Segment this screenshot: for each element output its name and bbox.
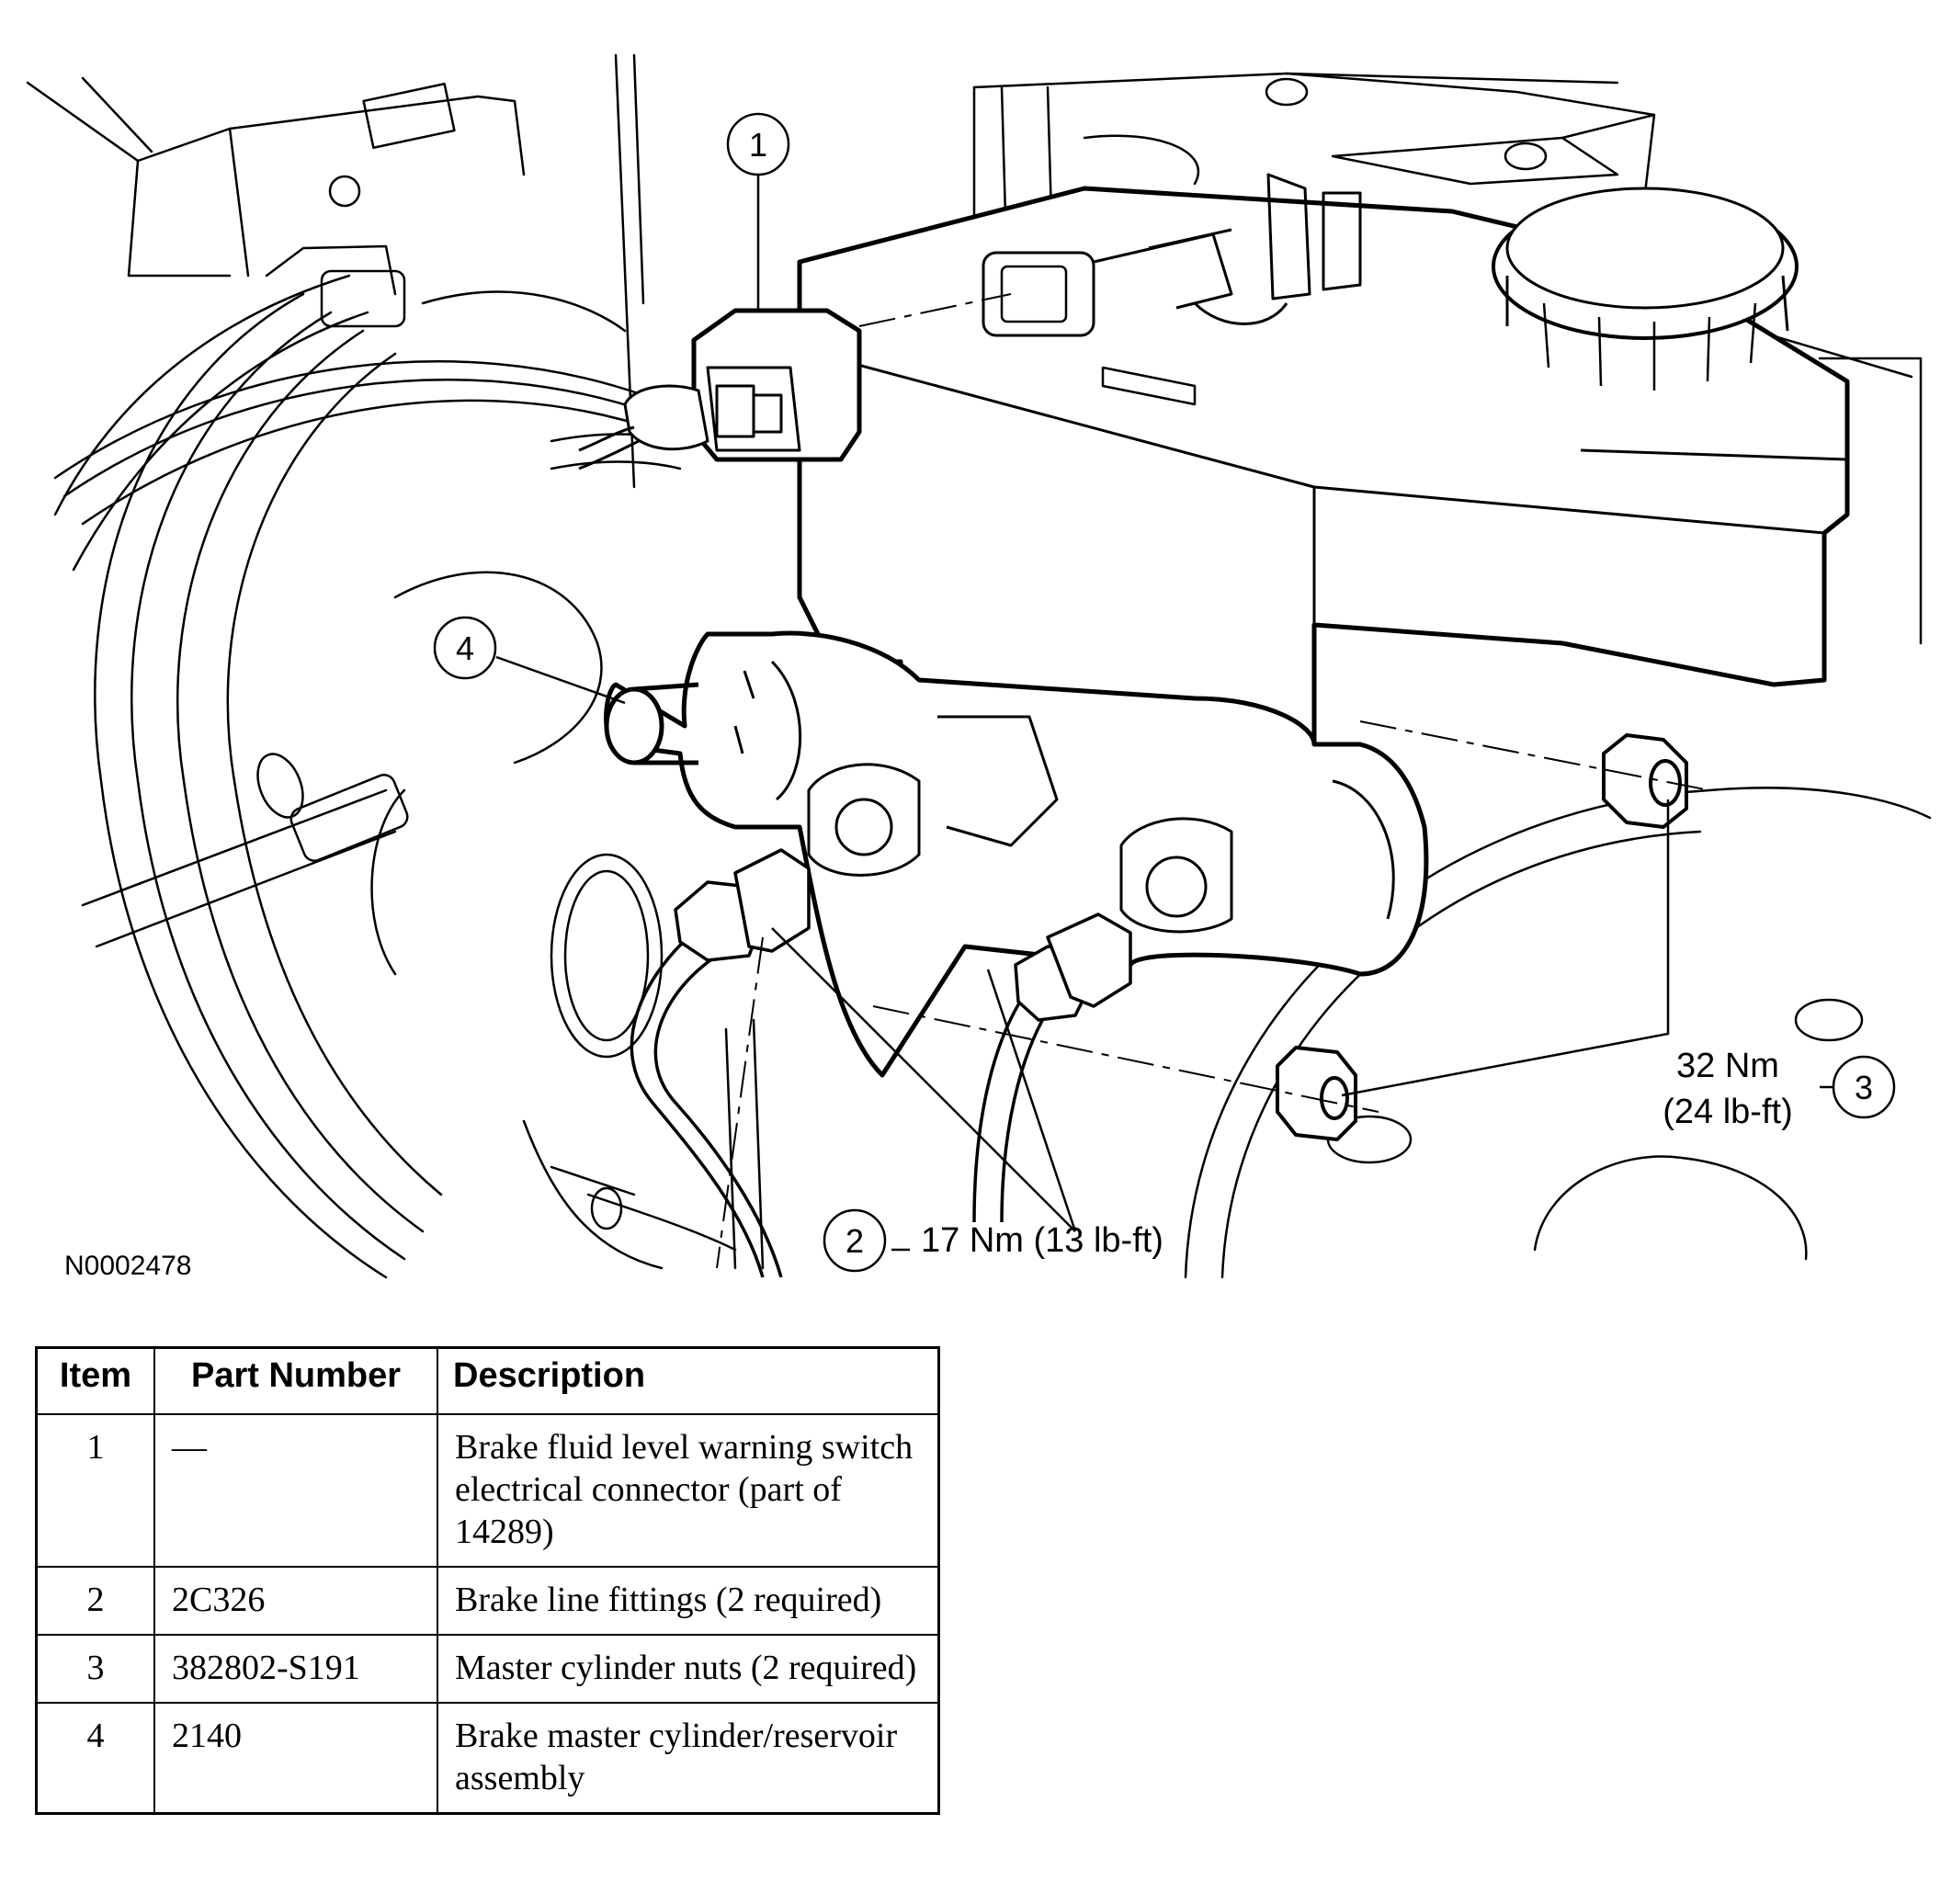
row-description: Brake fluid level warning switch electri… xyxy=(437,1413,940,1568)
row-item: 1 xyxy=(35,1413,155,1568)
master-cylinder-reservoir xyxy=(604,173,1850,1078)
row-description: Brake master cylinder/reservoir assembly xyxy=(437,1702,940,1815)
row-description: Brake line fittings (2 required) xyxy=(437,1566,940,1636)
centerlines xyxy=(716,293,1710,1269)
table-row: 2 2C326 Brake line fittings (2 required) xyxy=(35,1566,940,1636)
row-part-number: 382802-S191 xyxy=(153,1634,438,1704)
reference-code: N0002478 xyxy=(64,1251,191,1281)
diagram-svg: 1 4 3 32 Nm (24 lb-ft) 2 17 Nm (13 lb-ft… xyxy=(26,53,1932,1281)
callout-3-torque-nm: 32 Nm xyxy=(1676,1047,1779,1085)
header-item: Item xyxy=(35,1346,155,1415)
callout-4: 4 xyxy=(433,616,497,680)
header-part-number: Part Number xyxy=(153,1346,438,1415)
callout-3-number: 3 xyxy=(1855,1069,1873,1106)
callout-3: 3 32 Nm (24 lb-ft) xyxy=(1663,1047,1896,1131)
cylinder-nuts xyxy=(1276,733,1688,1141)
master-cylinder-diagram: 1 4 3 32 Nm (24 lb-ft) 2 17 Nm (13 lb-ft… xyxy=(26,53,1932,1281)
warning-switch-connector xyxy=(578,308,862,470)
leader-lines xyxy=(495,173,1833,1252)
row-item: 3 xyxy=(35,1634,155,1704)
brake-line-fittings xyxy=(630,848,1132,1278)
parts-table: Item Part Number Description 1 — Brake f… xyxy=(35,1346,940,1815)
callout-4-number: 4 xyxy=(456,629,474,667)
callout-2-torque: 17 Nm (13 lb-ft) xyxy=(921,1221,1163,1260)
callout-2: 2 17 Nm (13 lb-ft) xyxy=(823,1208,1163,1273)
table-row: 3 382802-S191 Master cylinder nuts (2 re… xyxy=(35,1634,940,1704)
row-description: Master cylinder nuts (2 required) xyxy=(437,1634,940,1704)
row-part-number: — xyxy=(153,1413,438,1568)
table-row: 1 — Brake fluid level warning switch ele… xyxy=(35,1413,940,1568)
callout-1-number: 1 xyxy=(749,126,767,164)
row-item: 2 xyxy=(35,1566,155,1636)
table-header-row: Item Part Number Description xyxy=(35,1346,940,1415)
callout-2-number: 2 xyxy=(845,1222,864,1260)
callout-3-torque-lbft: (24 lb-ft) xyxy=(1663,1093,1792,1131)
row-part-number: 2140 xyxy=(153,1702,438,1815)
row-item: 4 xyxy=(35,1702,155,1815)
header-description: Description xyxy=(437,1346,940,1415)
callout-1: 1 xyxy=(726,112,790,176)
row-part-number: 2C326 xyxy=(153,1566,438,1636)
table-row: 4 2140 Brake master cylinder/reservoir a… xyxy=(35,1702,940,1815)
